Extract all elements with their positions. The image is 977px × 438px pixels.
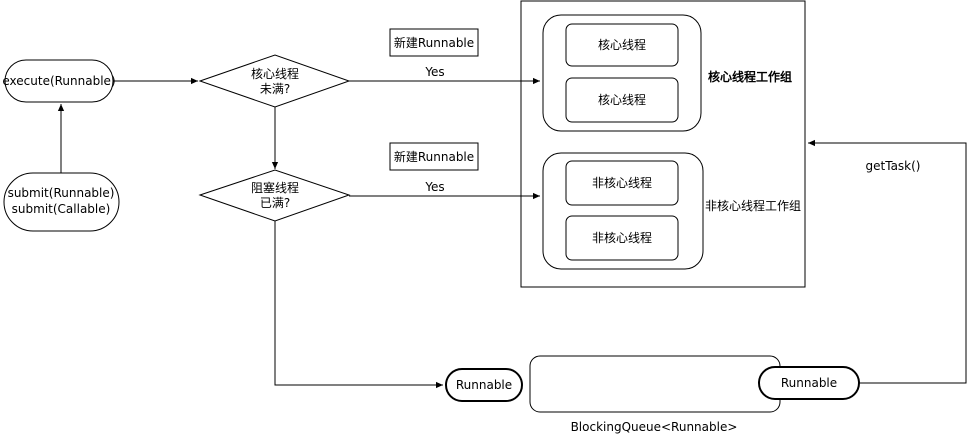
noncore-thread-2: [565, 215, 679, 261]
noncore-thread-group: 非核心线程 非核心线程: [542, 152, 704, 270]
queue-runnable-left-label: Runnable: [456, 378, 512, 392]
queue-runnable-right: [758, 366, 860, 400]
edge-decision2-to-queue: [274, 221, 443, 389]
core-thread-1-label: 核心线程: [598, 37, 646, 52]
edges: [57, 77, 967, 389]
noncore-thread-2-label: 非核心线程: [592, 230, 652, 245]
execute-node: execute(Runnable): [2, 59, 116, 103]
worker-container: [520, 0, 806, 288]
core-thread-group: 核心线程 核心线程: [542, 14, 702, 132]
decision-blocking-full: 阻塞线程 已满?: [198, 169, 351, 222]
decision1-label-2: 未满?: [260, 82, 290, 96]
core-thread-2: [565, 77, 679, 123]
blocking-queue-label: BlockingQueue<Runnable>: [571, 420, 738, 434]
yes-label-1: Yes: [424, 65, 444, 79]
new-runnable-1-label: 新建Runnable: [394, 35, 474, 50]
new-runnable-1: 新建Runnable: [389, 28, 479, 57]
edge-labels: Yes Yes: [420, 64, 450, 194]
submit-node: submit(Runnable) submit(Callable): [3, 172, 120, 232]
noncore-thread-1-label: 非核心线程: [592, 175, 652, 190]
new-runnable-2: 新建Runnable: [389, 142, 479, 171]
core-group-label: 核心线程工作组: [708, 69, 792, 84]
core-thread-2-label: 核心线程: [598, 92, 646, 107]
blocking-queue: Runnable Runnable: [445, 355, 860, 413]
noncore-thread-1: [565, 160, 679, 206]
execute-label: execute(Runnable): [2, 74, 115, 88]
decision-core-not-full: 核心线程 未满?: [198, 54, 351, 108]
queue-runnable-right-label: Runnable: [781, 376, 837, 390]
new-runnable-2-label: 新建Runnable: [394, 149, 474, 164]
queue-runnable-left: [445, 368, 523, 402]
yes-label-2: Yes: [424, 180, 444, 194]
submit-label-2: submit(Callable): [12, 202, 111, 216]
noncore-group-label: 非核心线程工作组: [705, 198, 801, 213]
edge-gettask: [808, 139, 967, 384]
core-thread-1: [565, 23, 679, 67]
decision2-label-2: 已满?: [260, 196, 290, 210]
decision2-label-1: 阻塞线程: [251, 180, 299, 195]
submit-label-1: submit(Runnable): [8, 186, 115, 200]
decision1-label-1: 核心线程: [251, 66, 299, 81]
gettask-label: getTask(): [866, 159, 921, 173]
